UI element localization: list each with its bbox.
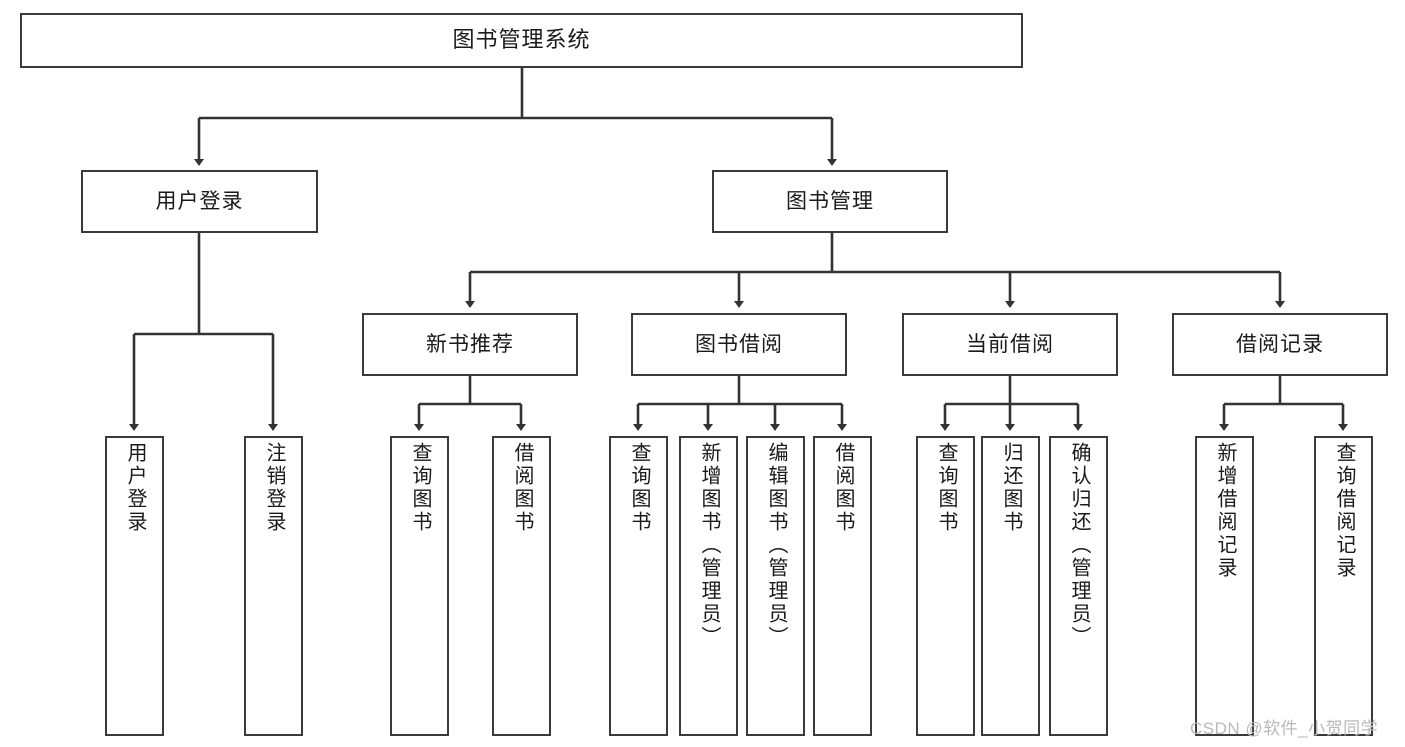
node-book-management[interactable]: 图书管理 [712,170,948,233]
watermark-text: CSDN @软件_小贺同学 [1190,719,1379,738]
node-label: 查询借阅记录 [1333,442,1355,580]
node-label: 注销登录 [263,442,285,534]
node-label: 图书管理 [786,189,874,213]
node-user-login[interactable]: 用户登录 [81,170,318,233]
leaf-book-borrow-edit-book-admin[interactable]: 编辑图书（管理员） [746,436,805,736]
node-label: 查询图书 [935,442,957,534]
node-label: 图书借阅 [695,332,783,356]
node-label: 用户登录 [155,189,244,213]
node-book-borrow[interactable]: 图书借阅 [631,313,847,376]
leaf-borrow-record-add-record[interactable]: 新增借阅记录 [1195,436,1254,736]
leaf-user-login-logout[interactable]: 注销登录 [244,436,303,736]
leaf-borrow-record-query-record[interactable]: 查询借阅记录 [1314,436,1373,736]
leaf-new-book-query-book[interactable]: 查询图书 [390,436,449,736]
node-label: 当前借阅 [966,332,1054,356]
node-root-book-management-system[interactable]: 图书管理系统 [20,13,1023,68]
node-borrow-record[interactable]: 借阅记录 [1172,313,1388,376]
leaf-book-borrow-borrow-book[interactable]: 借阅图书 [813,436,872,736]
node-label: 查询图书 [628,442,650,534]
leaf-new-book-borrow-book[interactable]: 借阅图书 [492,436,551,736]
node-label: 编辑图书（管理员） [765,442,787,649]
node-label: 借阅图书 [511,442,533,534]
node-label: 借阅记录 [1236,332,1324,356]
node-label: 归还图书 [1000,442,1022,534]
node-label: 新增借阅记录 [1214,442,1236,580]
leaf-book-borrow-add-book-admin[interactable]: 新增图书（管理员） [679,436,738,736]
leaf-book-borrow-query-book[interactable]: 查询图书 [609,436,668,736]
node-label: 新书推荐 [426,332,514,356]
node-new-book-recommend[interactable]: 新书推荐 [362,313,578,376]
node-label: 图书管理系统 [452,27,591,53]
leaf-current-borrow-confirm-return-admin[interactable]: 确认归还（管理员） [1049,436,1108,736]
node-label: 确认归还（管理员） [1068,442,1090,649]
node-label: 查询图书 [409,442,431,534]
node-label: 借阅图书 [832,442,854,534]
leaf-user-login-login[interactable]: 用户登录 [105,436,164,736]
node-label: 用户登录 [124,442,146,534]
node-current-borrow[interactable]: 当前借阅 [902,313,1118,376]
leaf-current-borrow-query-book[interactable]: 查询图书 [916,436,975,736]
leaf-current-borrow-return-book[interactable]: 归还图书 [981,436,1040,736]
node-label: 新增图书（管理员） [698,442,720,649]
